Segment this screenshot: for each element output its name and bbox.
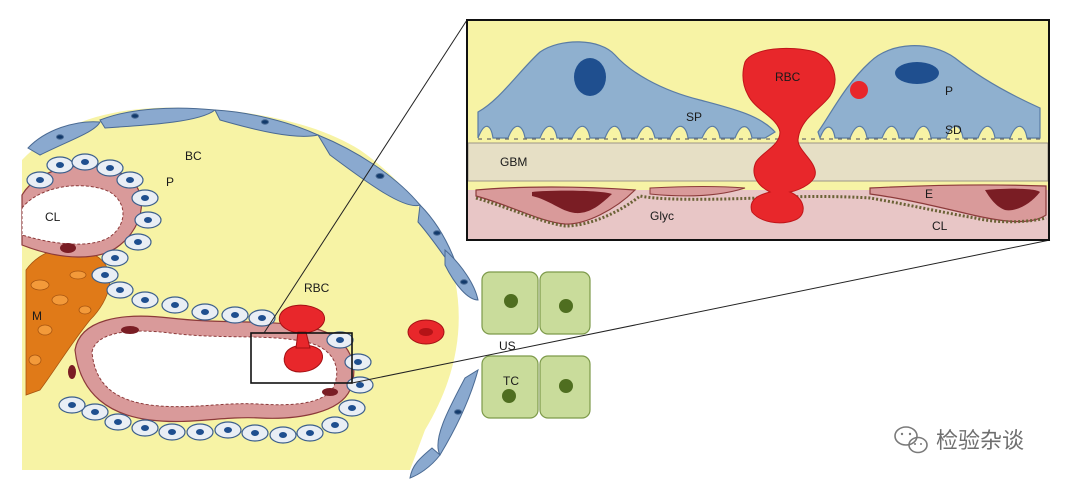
inset-label-gbm: GBM	[500, 155, 527, 169]
inset-label-e: E	[925, 187, 933, 201]
inset-label-sd: SD	[945, 123, 962, 137]
inset-label-cl: CL	[932, 219, 948, 233]
endothelial-nucleus	[60, 243, 76, 253]
inset-endothelium-mid	[649, 186, 746, 197]
inset-label-rbc: RBC	[775, 70, 801, 84]
capillary-lumen-upper	[21, 185, 124, 245]
endothelial-nucleus	[68, 365, 76, 379]
inset-red-blood-cell-fragment	[850, 81, 868, 99]
inset-label-p: P	[945, 84, 953, 98]
inset-endothelial-nucleus	[985, 188, 1040, 211]
inset-podocyte-nucleus	[895, 62, 939, 84]
inset-podocyte-nucleus	[574, 58, 606, 96]
zoom-connector-bottom	[351, 239, 1051, 384]
endothelial-nucleus	[322, 388, 338, 396]
inset-panel: RBC SP P SD GBM E Glyc CL	[466, 19, 1050, 241]
zoom-connector-top	[263, 19, 468, 334]
label-red-blood-cell: RBC	[304, 281, 330, 295]
watermark: 检验杂谈	[894, 426, 1024, 454]
wechat-icon	[894, 426, 928, 454]
capillary-lumen-lower	[91, 330, 338, 408]
bowman-capsule-cells	[27, 107, 479, 479]
label-urinary-space: US	[499, 339, 516, 353]
label-tubular-cell: TC	[503, 374, 519, 388]
label-mesangium: M	[32, 309, 42, 323]
red-blood-cells	[278, 304, 445, 373]
inset-red-blood-cell	[742, 47, 836, 224]
zoom-box	[250, 332, 353, 384]
inset-podocyte-right	[817, 45, 1041, 140]
label-bowman-space: BC	[185, 149, 202, 163]
inset-label-glyc: Glyc	[650, 209, 674, 223]
inset-label-sp: SP	[686, 110, 702, 124]
label-podocyte: P	[166, 175, 174, 189]
inset-endothelial-nucleus	[532, 190, 612, 214]
inset-podocyte-left	[477, 41, 776, 139]
label-capillary-lumen: CL	[45, 210, 61, 224]
inset-glycocalyx	[475, 194, 1047, 228]
tubule-cells	[481, 271, 591, 419]
endothelial-nucleus	[121, 326, 139, 334]
watermark-text: 检验杂谈	[936, 429, 1024, 454]
